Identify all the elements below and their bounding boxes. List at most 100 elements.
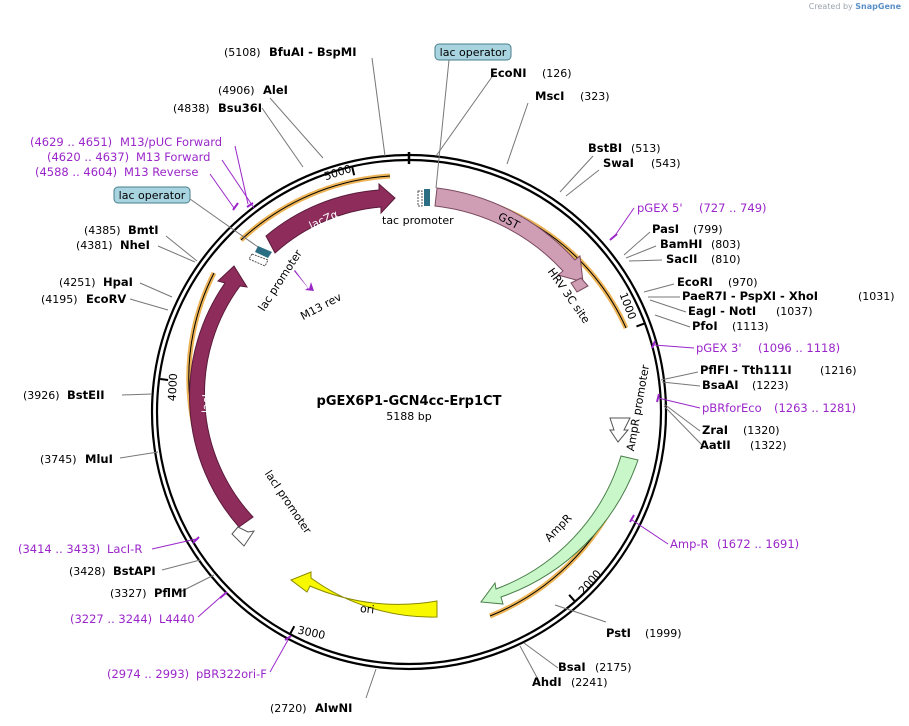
- primer-name[interactable]: pGEX 3': [696, 341, 742, 355]
- site-name[interactable]: AhdI: [532, 675, 562, 689]
- site-name[interactable]: MluI: [85, 452, 113, 466]
- plasmid-name: pGEX6P1-GCN4cc-Erp1CT: [317, 394, 502, 409]
- site-pos: (1223): [752, 379, 789, 392]
- site-name[interactable]: BfuAI - BspMI: [269, 45, 356, 59]
- lac-promoter-feature[interactable]: [248, 253, 269, 267]
- primer-range: (2974 .. 2993): [107, 667, 189, 681]
- site-pos: (810): [711, 253, 741, 266]
- tick-mark: [160, 377, 169, 382]
- lac-operator-left-feature[interactable]: [255, 246, 272, 258]
- site-pos: (543): [651, 157, 681, 170]
- site-name[interactable]: AatII: [700, 438, 731, 452]
- primer-name[interactable]: LacI-R: [107, 542, 142, 556]
- lac-operator-top-feature[interactable]: [424, 189, 430, 206]
- site-name[interactable]: PfoI: [692, 319, 718, 333]
- site-name[interactable]: BstAPI: [113, 564, 156, 578]
- site-name[interactable]: NheI: [120, 238, 150, 252]
- primer-name[interactable]: Amp-R: [670, 537, 709, 551]
- right-sites: EcoNI (126) MscI (323) BstBI (513) SwaI …: [490, 66, 895, 689]
- site-name[interactable]: AleI: [263, 83, 288, 97]
- primer-name[interactable]: pBRforEco: [702, 401, 762, 415]
- site-pos: (1113): [732, 320, 769, 333]
- primer-range: (727 .. 749): [699, 201, 767, 215]
- m13-rev-feature[interactable]: [294, 270, 314, 291]
- site-pos: (2175): [595, 661, 632, 674]
- site-pos: (970): [728, 276, 758, 289]
- site-name[interactable]: BsaI: [558, 660, 586, 674]
- site-name[interactable]: AlwNI: [315, 701, 352, 715]
- laci-promoter-feature[interactable]: [231, 526, 256, 547]
- tick-mark: [351, 167, 356, 176]
- primer-marks: [192, 202, 660, 641]
- plasmid-length: 5188 bp: [386, 410, 431, 423]
- site-name[interactable]: EcoRI: [677, 275, 713, 289]
- site-pos: (3327): [110, 587, 147, 600]
- site-name[interactable]: BmtI: [128, 223, 159, 237]
- site-pos: (4195): [41, 293, 78, 306]
- site-pos: (803): [711, 238, 741, 251]
- ampr-promoter-label: AmpR promoter: [624, 363, 652, 452]
- ampr-promoter-feature[interactable]: [609, 417, 631, 443]
- tick-marks: [160, 167, 645, 634]
- tac-promoter-label: tac promoter: [382, 214, 454, 227]
- m13-rev-label: M13 rev: [298, 290, 344, 323]
- lac-operator-left-leader: [189, 198, 259, 248]
- site-name[interactable]: PaeR7I - PspXI - XhoI: [682, 289, 818, 303]
- site-pos: (1999): [645, 627, 682, 640]
- site-pos: (4906): [218, 84, 255, 97]
- site-pos: (5108): [224, 46, 261, 59]
- ori-feature[interactable]: [289, 571, 438, 618]
- site-name[interactable]: BstBI: [588, 141, 622, 155]
- primer-labels: (4629 .. 4651) M13/pUC Forward (4620 .. …: [18, 135, 856, 681]
- lac-operator-left-box[interactable]: [113, 186, 191, 204]
- primer-name[interactable]: pGEX 5': [637, 201, 683, 215]
- primer-range: (1096 .. 1118): [758, 341, 840, 355]
- site-name[interactable]: EcoNI: [490, 66, 526, 80]
- site-pos: (2241): [571, 676, 608, 689]
- ori-label: ori: [359, 602, 375, 616]
- site-pos: (3926): [23, 389, 60, 402]
- site-pos: (4381): [76, 239, 113, 252]
- primer-range: (1263 .. 1281): [774, 401, 856, 415]
- lacza-feature[interactable]: [265, 182, 396, 254]
- primer-name[interactable]: M13 Reverse: [124, 165, 198, 179]
- snapgene-branding: Created by SnapGene: [809, 2, 901, 11]
- site-name[interactable]: EagI - NotI: [688, 304, 756, 318]
- tac-promoter-feature[interactable]: [417, 190, 423, 207]
- site-name[interactable]: SwaI: [603, 156, 634, 170]
- site-name[interactable]: PstI: [606, 626, 631, 640]
- primer-range: (3227 .. 3244): [70, 612, 152, 626]
- site-name[interactable]: HpaI: [103, 275, 133, 289]
- primer-name[interactable]: M13/pUC Forward: [120, 135, 222, 149]
- lac-operator-top-box[interactable]: [434, 43, 512, 61]
- gst-feature[interactable]: [434, 187, 584, 283]
- site-name[interactable]: PasI: [652, 222, 679, 236]
- site-name[interactable]: SacII: [666, 252, 697, 266]
- site-name[interactable]: MscI: [535, 89, 564, 103]
- ampr-label: AmpR: [542, 511, 574, 544]
- site-name[interactable]: Bsu36I: [218, 101, 262, 115]
- primer-name[interactable]: L4440: [159, 612, 195, 626]
- laci-feature[interactable]: [189, 265, 254, 528]
- site-name[interactable]: BsaAI: [702, 378, 739, 392]
- tick-label-3000: 3000: [296, 624, 326, 643]
- site-name[interactable]: ZraI: [702, 423, 728, 437]
- lac-promoter-label: lac promoter: [256, 247, 305, 314]
- primer-name[interactable]: M13 Forward: [136, 150, 210, 164]
- snapgene-logo: SnapGene: [855, 2, 901, 11]
- site-name[interactable]: BstEII: [67, 388, 105, 402]
- branding-prefix: Created by: [808, 2, 853, 11]
- orf-gst-highlight: [437, 190, 629, 330]
- site-pos: (1216): [820, 364, 857, 377]
- site-name[interactable]: PflMI: [154, 586, 187, 600]
- site-pos: (126): [542, 67, 572, 80]
- site-name[interactable]: BamHI: [660, 237, 702, 251]
- ampr-feature[interactable]: [480, 455, 639, 605]
- site-name[interactable]: PflFI - Tth111I: [700, 363, 792, 377]
- primer-name[interactable]: pBR322ori-F: [196, 667, 267, 681]
- tick-label-2000: 2000: [576, 567, 604, 597]
- site-name[interactable]: EcoRV: [86, 292, 126, 306]
- site-pos: (3428): [69, 565, 106, 578]
- hrv-3c-feature[interactable]: [570, 277, 589, 293]
- primer-range: (4588 .. 4604): [35, 165, 117, 179]
